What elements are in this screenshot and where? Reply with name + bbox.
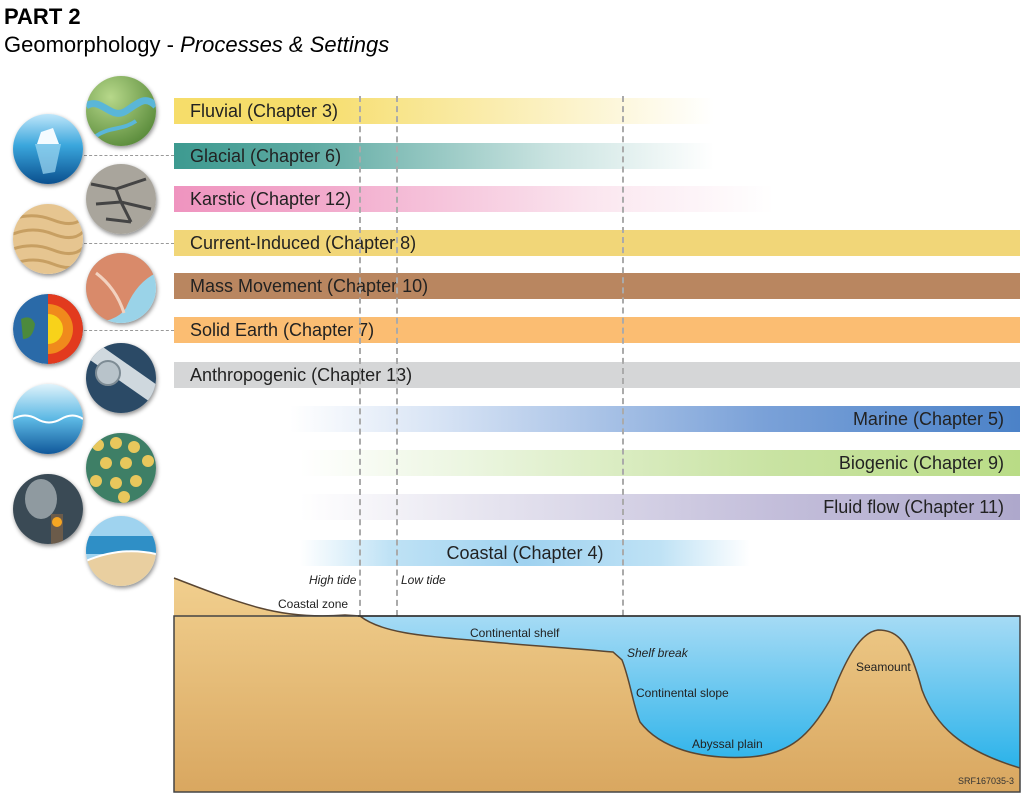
- label-high-tide: High tide: [309, 573, 357, 587]
- band-biogenic: Biogenic (Chapter 9): [300, 450, 1020, 476]
- figure-code: SRF167035-3: [958, 776, 1014, 786]
- band-fluvial: Fluvial (Chapter 3): [174, 98, 714, 124]
- band-anthropogenic: Anthropogenic (Chapter 13): [174, 362, 1020, 388]
- river-globe-icon: [86, 76, 156, 146]
- profile-frame: [173, 615, 1021, 793]
- ocean-wave-globe-icon: [13, 384, 83, 454]
- label-shelf-break: Shelf break: [627, 646, 689, 660]
- band-glacial: Glacial (Chapter 6): [174, 143, 714, 169]
- band-label: Marine (Chapter 5): [852, 408, 1004, 429]
- band-solid-earth: Solid Earth (Chapter 7): [174, 317, 1020, 343]
- label-abyssal-plain: Abyssal plain: [692, 737, 763, 751]
- band-mass-movement: Mass Movement (Chapter 10): [174, 273, 1020, 299]
- part-title: PART 2: [4, 4, 81, 29]
- band-label: Anthropogenic (Chapter 13): [190, 364, 413, 385]
- connector-current: [84, 243, 174, 244]
- label-seamount: Seamount: [856, 660, 911, 674]
- band-marine: Marine (Chapter 5): [290, 406, 1020, 432]
- band-label: Glacial (Chapter 6): [190, 145, 342, 166]
- connector-solid-earth: [84, 330, 174, 331]
- band-current-induced: Current-Induced (Chapter 8): [174, 230, 1020, 256]
- earth-core-globe-icon: [13, 294, 83, 364]
- profile-outline: [173, 577, 1021, 769]
- subtitle-italic: Processes & Settings: [180, 32, 390, 57]
- iceberg-globe-icon: [13, 114, 83, 184]
- high-tide-line: [359, 96, 361, 616]
- label-continental-slope: Continental slope: [636, 686, 729, 700]
- band-karstic: Karstic (Chapter 12): [174, 186, 774, 212]
- seafloor-sediment: [174, 578, 1020, 792]
- karst-rock-globe-icon: [86, 164, 156, 234]
- sand-ripples-globe-icon: [13, 204, 83, 274]
- band-coastal: Coastal (Chapter 4): [300, 540, 750, 566]
- label-low-tide: Low tide: [401, 573, 446, 587]
- landslide-globe-icon: [86, 253, 156, 323]
- band-fluid-flow: Fluid flow (Chapter 11): [300, 494, 1020, 520]
- band-label: Current-Induced (Chapter 8): [190, 232, 417, 253]
- pipeline-globe-icon: [86, 343, 156, 413]
- label-coastal-zone: Coastal zone: [278, 597, 348, 611]
- band-label: Karstic (Chapter 12): [190, 188, 352, 209]
- band-label: Biogenic (Chapter 9): [838, 452, 1004, 473]
- coral-globe-icon: [86, 433, 156, 503]
- subtitle-main: Geomorphology -: [4, 32, 181, 57]
- low-tide-line: [396, 96, 398, 616]
- band-label: Fluvial (Chapter 3): [190, 100, 339, 121]
- page-subtitle: Geomorphology - Processes & Settings: [4, 32, 389, 58]
- ocean-water: [358, 616, 1020, 792]
- label-continental-shelf: Continental shelf: [470, 626, 560, 640]
- shelf-break-line: [622, 96, 624, 656]
- beach-globe-icon: [86, 516, 156, 586]
- band-label: Solid Earth (Chapter 7): [190, 319, 375, 340]
- band-label: Coastal (Chapter 4): [446, 542, 604, 563]
- band-label: Mass Movement (Chapter 10): [190, 275, 429, 296]
- band-label: Fluid flow (Chapter 11): [823, 496, 1004, 517]
- connector-glacial: [84, 155, 174, 156]
- volcanic-vent-globe-icon: [13, 474, 83, 544]
